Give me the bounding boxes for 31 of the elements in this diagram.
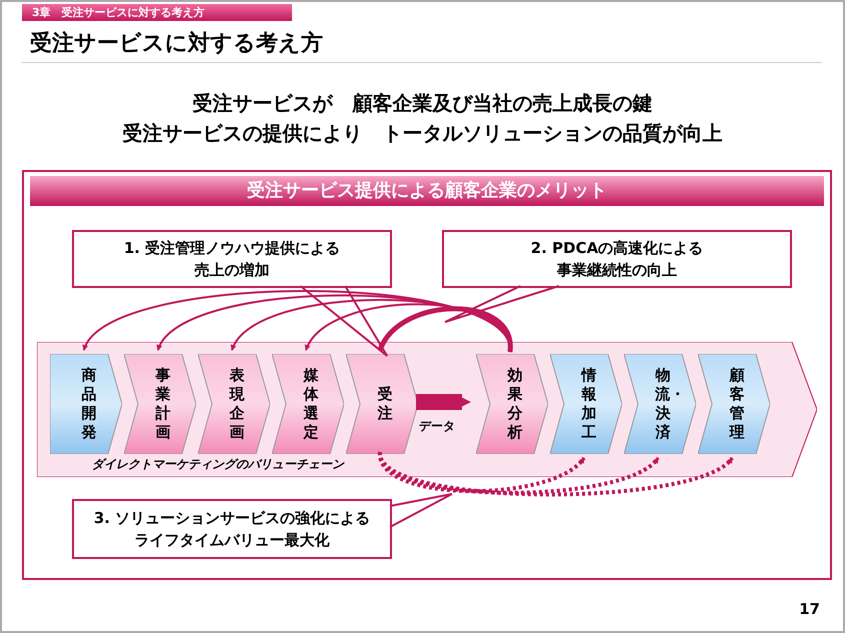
chevron-step: 媒体選定	[272, 354, 344, 454]
subtitle-line: 受注サービスの提供により トータルソリューションの品質が向上	[122, 120, 724, 146]
panel-frame	[22, 170, 832, 580]
arrow	[305, 303, 511, 352]
slide-title: 受注サービスに対する考え方	[30, 30, 323, 58]
header-band: 受注サービス提供による顧客企業のメリット	[30, 176, 824, 206]
chevron-step: 物流・決済	[624, 354, 696, 454]
arrow	[231, 298, 511, 352]
chevron-step: 受注	[346, 354, 418, 454]
callout-pointer	[444, 285, 560, 323]
value-chain-band	[37, 342, 817, 477]
chapter-banner: 3章 受注サービスに対する考え方	[22, 4, 292, 21]
page-number: 17	[798, 600, 820, 620]
arrow	[378, 306, 512, 352]
callout-box: 3. ソリューションサービスの強化によるライフタイムバリュー最大化	[72, 499, 392, 559]
chevron-step: 効果分析	[476, 354, 548, 454]
subtitle-line: 受注サービスが 顧客企業及び当社の売上成長の鍵	[192, 90, 654, 116]
callout-box: 1. 受注管理ノウハウ提供による売上の増加	[72, 230, 392, 288]
arrow	[378, 451, 734, 496]
callout-pointer	[389, 493, 453, 528]
chevron-step: 表現企画	[198, 354, 270, 454]
band-caption: ダイレクトマーケティングのバリューチェーン	[92, 456, 344, 473]
chevron-step: 事業計画	[124, 354, 196, 454]
chevron-step: 商品開発	[50, 354, 122, 454]
block-arrow	[416, 394, 471, 410]
callout-pointer	[299, 285, 388, 357]
chevron-step: 情報加工	[550, 354, 622, 454]
arrow	[157, 294, 511, 352]
chevron-step: 顧客管理	[698, 354, 770, 454]
callout-box: 2. PDCAの高速化による事業継続性の向上	[442, 230, 792, 288]
arrow	[83, 290, 511, 352]
